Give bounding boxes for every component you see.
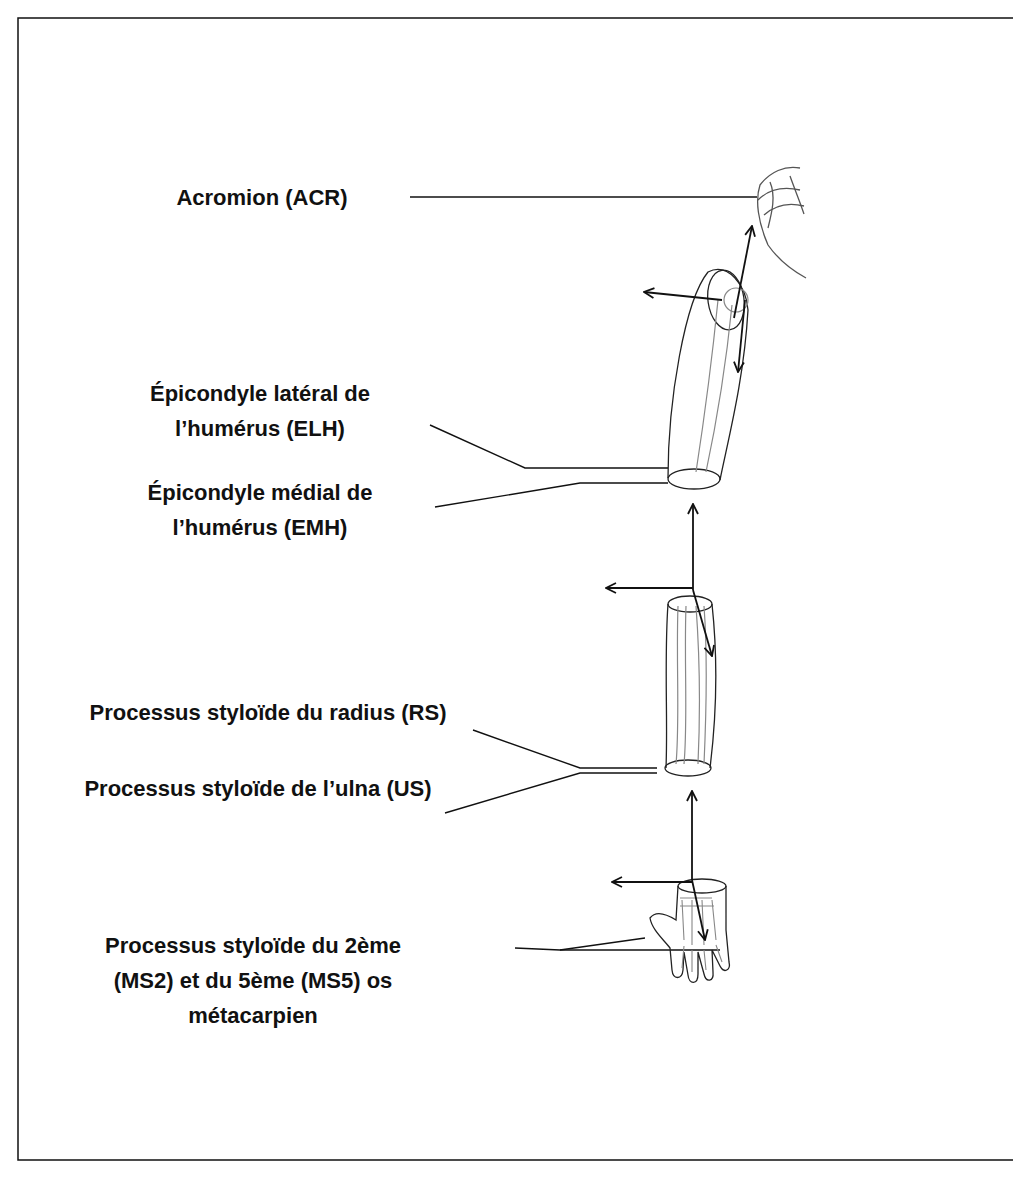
hand-segment: [650, 879, 729, 982]
upper-arm-segment: [668, 268, 748, 489]
humerus-bone: [696, 288, 748, 472]
landmark-label: Processus styloïde du 2ème (MS2) et du 5…: [73, 928, 433, 1033]
radius-ulna-bones: [676, 606, 706, 764]
forearm-axes: [606, 504, 712, 656]
upper-arm-axes: [644, 226, 752, 372]
landmark-label: Processus styloïde du radius (RS): [83, 695, 453, 730]
hand-bones: [680, 898, 722, 972]
shoulder-sketch: [758, 167, 806, 278]
landmark-label: Épicondyle médial de l’humérus (EMH): [130, 475, 390, 545]
landmark-label: Épicondyle latéral de l’humérus (ELH): [130, 376, 390, 446]
landmark-label: Acromion (ACR): [176, 180, 347, 215]
hand-axes: [612, 791, 705, 940]
frame: [18, 18, 1013, 1160]
landmark-label: Processus styloïde de l’ulna (US): [73, 771, 443, 806]
leader-lines: [410, 197, 757, 950]
forearm-segment: [665, 596, 716, 776]
